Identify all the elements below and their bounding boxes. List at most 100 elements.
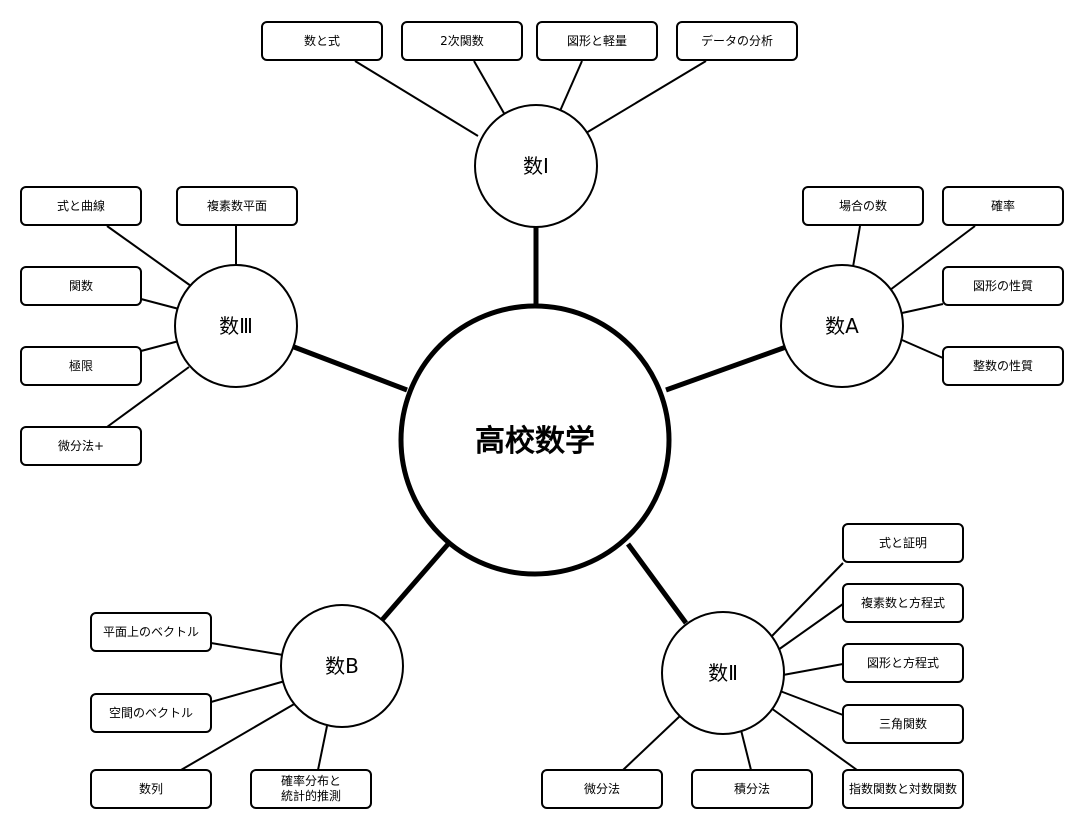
center-circle (398, 303, 672, 577)
topic-label: 三角関数 (879, 716, 927, 731)
topic-connector (585, 60, 707, 134)
topic-connector (779, 690, 844, 716)
topic-connector (889, 225, 976, 291)
topic-box[interactable]: 整数の性質 (942, 346, 1064, 386)
topic-box-frame (942, 186, 1064, 226)
topic-label: 関数 (69, 278, 93, 293)
topic-box-frame (842, 583, 964, 623)
topic-connector (852, 225, 861, 268)
topic-box[interactable]: 確率分布と統計的推測 (250, 769, 372, 809)
topic-box-frame (802, 186, 924, 226)
topic-box[interactable]: 三角関数 (842, 704, 964, 744)
topic-box[interactable]: 極限 (20, 346, 142, 386)
topic-label: 微分法 (584, 782, 620, 796)
topic-connector (106, 225, 192, 287)
subject-node-mathB[interactable]: 数B (280, 604, 404, 728)
topic-label: 式と曲線 (57, 198, 105, 213)
topic-box[interactable]: 積分法 (691, 769, 813, 809)
topic-box[interactable]: データの分析 (676, 21, 798, 61)
topic-connector (180, 702, 297, 771)
subject-circle (174, 264, 298, 388)
topic-label: 確率 (991, 198, 1015, 213)
topic-box-frame (536, 21, 658, 61)
topic-box-frame (676, 21, 798, 61)
topic-label: 空間のベクトル (109, 706, 193, 720)
topic-box-frame (90, 693, 212, 733)
topic-box[interactable]: 平面上のベクトル (90, 612, 212, 652)
topic-box-frame (20, 426, 142, 466)
topic-box[interactable]: 微分法+ (20, 426, 142, 466)
topic-box[interactable]: 複素数平面 (176, 186, 298, 226)
topic-box[interactable]: 複素数と方程式 (842, 583, 964, 623)
topic-box[interactable]: 図形と軽量 (536, 21, 658, 61)
topic-box-frame (90, 612, 212, 652)
topic-label: 積分法 (734, 781, 770, 796)
topic-box[interactable]: 指数関数と対数関数 (842, 769, 964, 809)
topic-box-frame (942, 266, 1064, 306)
topic-connector (740, 729, 752, 771)
subject-circle (780, 264, 904, 388)
topic-box[interactable]: 数列 (90, 769, 212, 809)
topic-label: データの分析 (701, 33, 773, 48)
subject-circle (280, 604, 404, 728)
topic-box[interactable]: 場合の数 (802, 186, 924, 226)
topic-box[interactable]: 図形の性質 (942, 266, 1064, 306)
topic-box-frame (176, 186, 298, 226)
topic-box-frame (20, 266, 142, 306)
topic-box[interactable]: 微分法 (541, 769, 663, 809)
topic-box[interactable]: 空間のベクトル (90, 693, 212, 733)
subject-node-math3[interactable]: 数Ⅲ (174, 264, 298, 388)
topic-label: 図形と軽量 (567, 34, 627, 48)
topic-box-frame (401, 21, 523, 61)
topic-connector (210, 642, 284, 656)
center-node[interactable]: 高校数学 (398, 303, 672, 577)
topic-connector (317, 725, 328, 771)
topic-box-frame (261, 21, 383, 61)
subject-circle (474, 104, 598, 228)
topic-box[interactable]: 関数 (20, 266, 142, 306)
subject-circle (661, 611, 785, 735)
subject-node-math2[interactable]: 数Ⅱ (661, 611, 785, 735)
topic-label: 2次関数 (440, 33, 484, 48)
topic-box[interactable]: 確率 (942, 186, 1064, 226)
topic-label: 図形の性質 (973, 278, 1033, 293)
topic-box[interactable]: 図形と方程式 (842, 643, 964, 683)
topic-connector (106, 366, 190, 428)
topic-connector (622, 715, 681, 771)
topic-box-frame (842, 704, 964, 744)
topic-label: 数と式 (304, 33, 340, 48)
topic-connector (770, 707, 858, 771)
topic-connector (354, 60, 479, 137)
topic-label: 数列 (139, 781, 163, 796)
topic-connector (901, 339, 944, 359)
subject-label: 数Ⅱ (708, 661, 738, 685)
topic-connector (140, 298, 180, 310)
spoke-math2 (625, 542, 689, 625)
subject-label: 数Ⅰ (523, 154, 549, 178)
subject-node-math1[interactable]: 数Ⅰ (474, 104, 598, 228)
topic-connector (901, 303, 944, 314)
topic-box[interactable]: 数と式 (261, 21, 383, 61)
spoke-mathA (665, 344, 787, 393)
topic-box-frame (691, 769, 813, 809)
topic-box[interactable]: 式と証明 (842, 523, 964, 563)
connector-lines (106, 60, 976, 771)
topic-label: 極限 (69, 358, 93, 373)
topic-connector (777, 603, 844, 651)
topic-label: 場合の数 (839, 198, 887, 213)
topic-box-frame (842, 643, 964, 683)
topic-box-frame (90, 769, 212, 809)
topic-label: 式と証明 (879, 536, 927, 550)
topic-box[interactable]: 式と曲線 (20, 186, 142, 226)
spoke-mathB (380, 541, 451, 622)
topic-label: 複素数と方程式 (861, 595, 945, 610)
subject-node-mathA[interactable]: 数A (780, 264, 904, 388)
topic-label: 微分法+ (58, 439, 104, 453)
topic-connector (140, 340, 180, 352)
topic-box-frame (250, 769, 372, 809)
topic-box[interactable]: 2次関数 (401, 21, 523, 61)
topic-label: 指数関数と対数関数 (849, 781, 957, 796)
topic-label: 確率分布と統計的推測 (281, 773, 341, 803)
topic-label: 平面上のベクトル (103, 625, 199, 639)
